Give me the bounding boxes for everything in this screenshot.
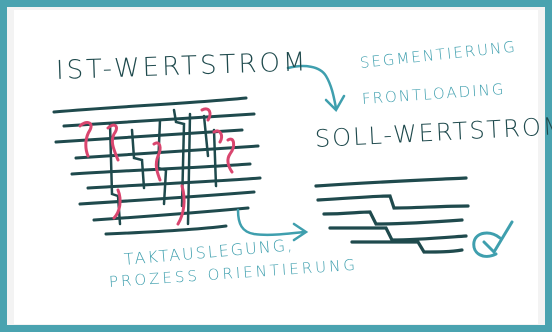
arrow-icon: [236, 208, 309, 242]
soll-line: [328, 226, 468, 242]
sketch-card: IST-WERTSTROM SOLL-WERTSTROM SEGMENTIERU…: [14, 10, 552, 324]
checkmark-icon: [472, 220, 514, 258]
soll-line: [350, 240, 464, 254]
sketch-canvas: [52, 64, 514, 258]
ist-line: [74, 144, 260, 160]
ist-waste-marks: [78, 107, 236, 226]
ist-line: [62, 112, 256, 128]
soll-line: [314, 176, 468, 188]
ist-line: [52, 96, 248, 114]
soll-line: [316, 194, 470, 210]
soll-value-stream-lines: [314, 176, 470, 254]
ist-line: [104, 224, 228, 236]
soll-line: [322, 210, 464, 226]
ist-line: [86, 176, 262, 190]
ist-value-stream-lines: [52, 96, 262, 236]
ist-line: [78, 190, 256, 206]
arrow-icon: [286, 64, 346, 113]
